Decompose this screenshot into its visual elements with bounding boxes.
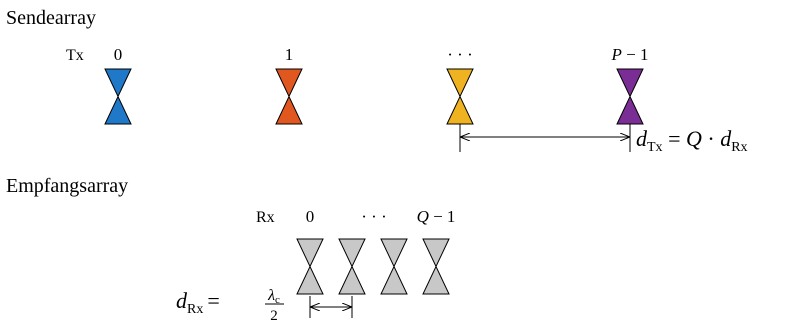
- rx-prefix-label: Rx: [256, 209, 275, 226]
- rx-antenna-element: [380, 238, 408, 295]
- svg-text:λc: λc: [267, 287, 280, 306]
- tx-prefix-label: Tx: [66, 47, 84, 64]
- rx-antenna-element: [338, 238, 366, 295]
- tx-antenna-element: [104, 68, 132, 125]
- tx-index-0: 0: [114, 45, 123, 64]
- tx-index-ellipsis: · · ·: [447, 45, 472, 64]
- tx-antenna-element: [616, 68, 644, 125]
- tx-antenna-group: [104, 68, 644, 125]
- rx-index-0: 0: [306, 207, 315, 226]
- rx-index-ellipsis: · · ·: [361, 207, 386, 226]
- rx-antenna-element: [296, 238, 324, 295]
- rx-antenna-element: [422, 238, 450, 295]
- tx-array-heading: Sendearray: [6, 7, 96, 29]
- rx-antenna-group: [296, 238, 450, 295]
- tx-spacing-label: dTx = Q · dRx: [636, 126, 748, 155]
- rx-index-last: Q − 1: [417, 207, 456, 226]
- rx-spacing-label: dRx= λc 2: [176, 287, 284, 324]
- tx-index-1: 1: [285, 45, 294, 64]
- rx-array-heading: Empfangsarray: [6, 175, 128, 197]
- tx-antenna-element: [446, 68, 474, 125]
- tx-antenna-element: [275, 68, 303, 125]
- svg-text:dRx=: dRx=: [176, 288, 220, 317]
- tx-index-last: P − 1: [611, 45, 649, 64]
- svg-text:2: 2: [270, 308, 278, 324]
